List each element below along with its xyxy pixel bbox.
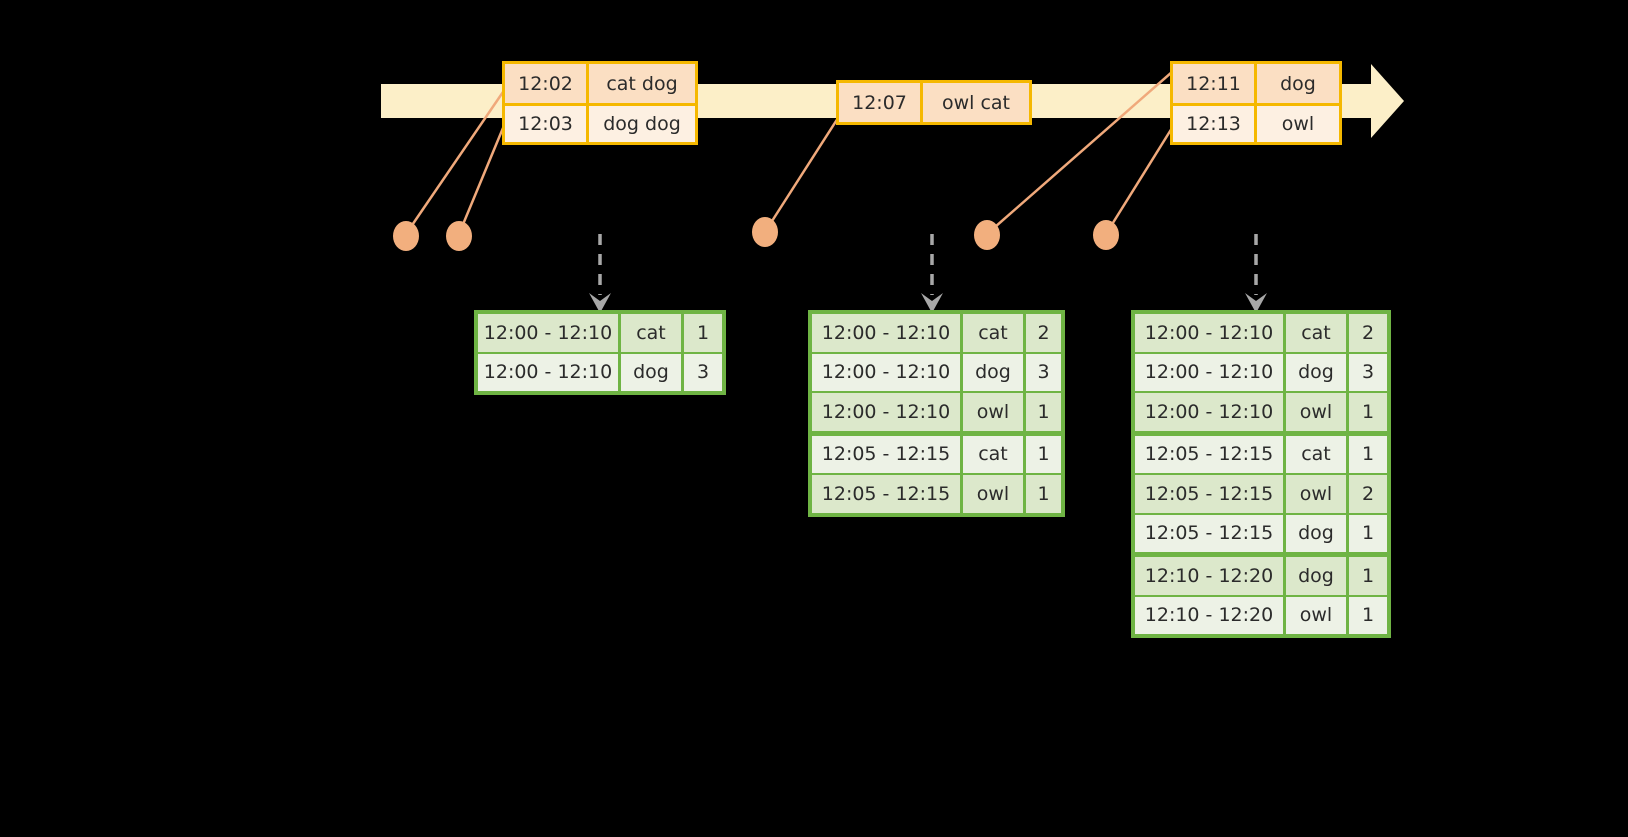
event-row[interactable]: 12:11 dog — [1173, 64, 1339, 103]
cell-count: 1 — [1349, 435, 1387, 473]
event-time: 12:13 — [1173, 106, 1257, 142]
dashed-arrow-3 — [1245, 234, 1267, 313]
cell-word: owl — [1286, 475, 1346, 513]
connector-line-3 — [763, 117, 840, 233]
event-dot-2 — [446, 221, 472, 251]
cell-window: 12:00 - 12:10 — [812, 314, 960, 352]
cell-count: 1 — [1349, 557, 1387, 595]
event-dot-3 — [752, 217, 778, 247]
event-time: 12:03 — [505, 106, 589, 142]
cell-window: 12:00 - 12:10 — [812, 353, 960, 391]
cell-word: dog — [1286, 557, 1346, 595]
cell-count: 1 — [1349, 596, 1387, 634]
event-time: 12:02 — [505, 64, 589, 103]
event-time: 12:07 — [839, 83, 923, 122]
cell-window: 12:10 - 12:20 — [1135, 557, 1283, 595]
cell-count: 1 — [1349, 514, 1387, 552]
event-dot-5 — [1093, 220, 1119, 250]
cell-word: cat — [963, 435, 1023, 473]
event-words: owl — [1281, 113, 1315, 135]
cell-count: 2 — [1026, 314, 1061, 352]
cell-count: 1 — [1026, 475, 1061, 513]
connector-line-1 — [404, 91, 505, 235]
cell-word: cat — [621, 314, 681, 352]
cell-word: cat — [1286, 435, 1346, 473]
event-words: dog — [1280, 72, 1316, 95]
event-row[interactable]: 12:13 owl — [1173, 103, 1339, 142]
cell-window: 12:00 - 12:10 — [812, 393, 960, 431]
event-box-1[interactable]: 12:02 cat dog 12:03 dog dog — [502, 61, 698, 145]
cell-window: 12:05 - 12:15 — [1135, 475, 1283, 513]
cell-word: owl — [963, 475, 1023, 513]
event-words: cat dog — [606, 72, 678, 95]
cell-word: owl — [963, 393, 1023, 431]
dashed-arrow-1 — [589, 234, 611, 313]
cell-count: 1 — [1026, 435, 1061, 473]
cell-count: 3 — [1349, 353, 1387, 391]
cell-word: cat — [1286, 314, 1346, 352]
event-row[interactable]: 12:07 owl cat — [839, 83, 1029, 122]
cell-count: 1 — [1026, 393, 1061, 431]
cell-word: cat — [963, 314, 1023, 352]
cell-window: 12:05 - 12:15 — [812, 435, 960, 473]
cell-count: 3 — [1026, 353, 1061, 391]
cell-window: 12:00 - 12:10 — [478, 353, 618, 391]
cell-count: 3 — [684, 353, 722, 391]
event-row[interactable]: 12:02 cat dog — [505, 64, 695, 103]
cell-word: owl — [1286, 596, 1346, 634]
cell-window: 12:00 - 12:10 — [478, 314, 618, 352]
event-box-3[interactable]: 12:11 dog 12:13 owl — [1170, 61, 1342, 145]
cell-window: 12:05 - 12:15 — [1135, 435, 1283, 473]
cell-window: 12:05 - 12:15 — [812, 475, 960, 513]
cell-window: 12:00 - 12:10 — [1135, 314, 1283, 352]
cell-count: 1 — [1349, 393, 1387, 431]
connector-line-2 — [457, 127, 505, 235]
cell-word: dog — [1286, 353, 1346, 391]
event-dot-4 — [974, 220, 1000, 250]
event-box-2[interactable]: 12:07 owl cat — [836, 80, 1032, 125]
cell-word: dog — [963, 353, 1023, 391]
event-words: owl cat — [941, 91, 1011, 114]
dashed-arrow-2 — [921, 234, 943, 313]
cell-window: 12:00 - 12:10 — [1135, 353, 1283, 391]
cell-word: owl — [1286, 393, 1346, 431]
connector-line-5 — [1104, 127, 1174, 235]
cell-window: 12:05 - 12:15 — [1135, 514, 1283, 552]
cell-word: dog — [1286, 514, 1346, 552]
event-words: dog dog — [603, 113, 681, 135]
event-row[interactable]: 12:03 dog dog — [505, 103, 695, 142]
cell-word: dog — [621, 353, 681, 391]
event-time: 12:11 — [1173, 64, 1257, 103]
cell-window: 12:00 - 12:10 — [1135, 393, 1283, 431]
cell-count: 2 — [1349, 475, 1387, 513]
cell-count: 1 — [684, 314, 722, 352]
event-dot-1 — [393, 221, 419, 251]
cell-window: 12:10 - 12:20 — [1135, 596, 1283, 634]
cell-count: 2 — [1349, 314, 1387, 352]
